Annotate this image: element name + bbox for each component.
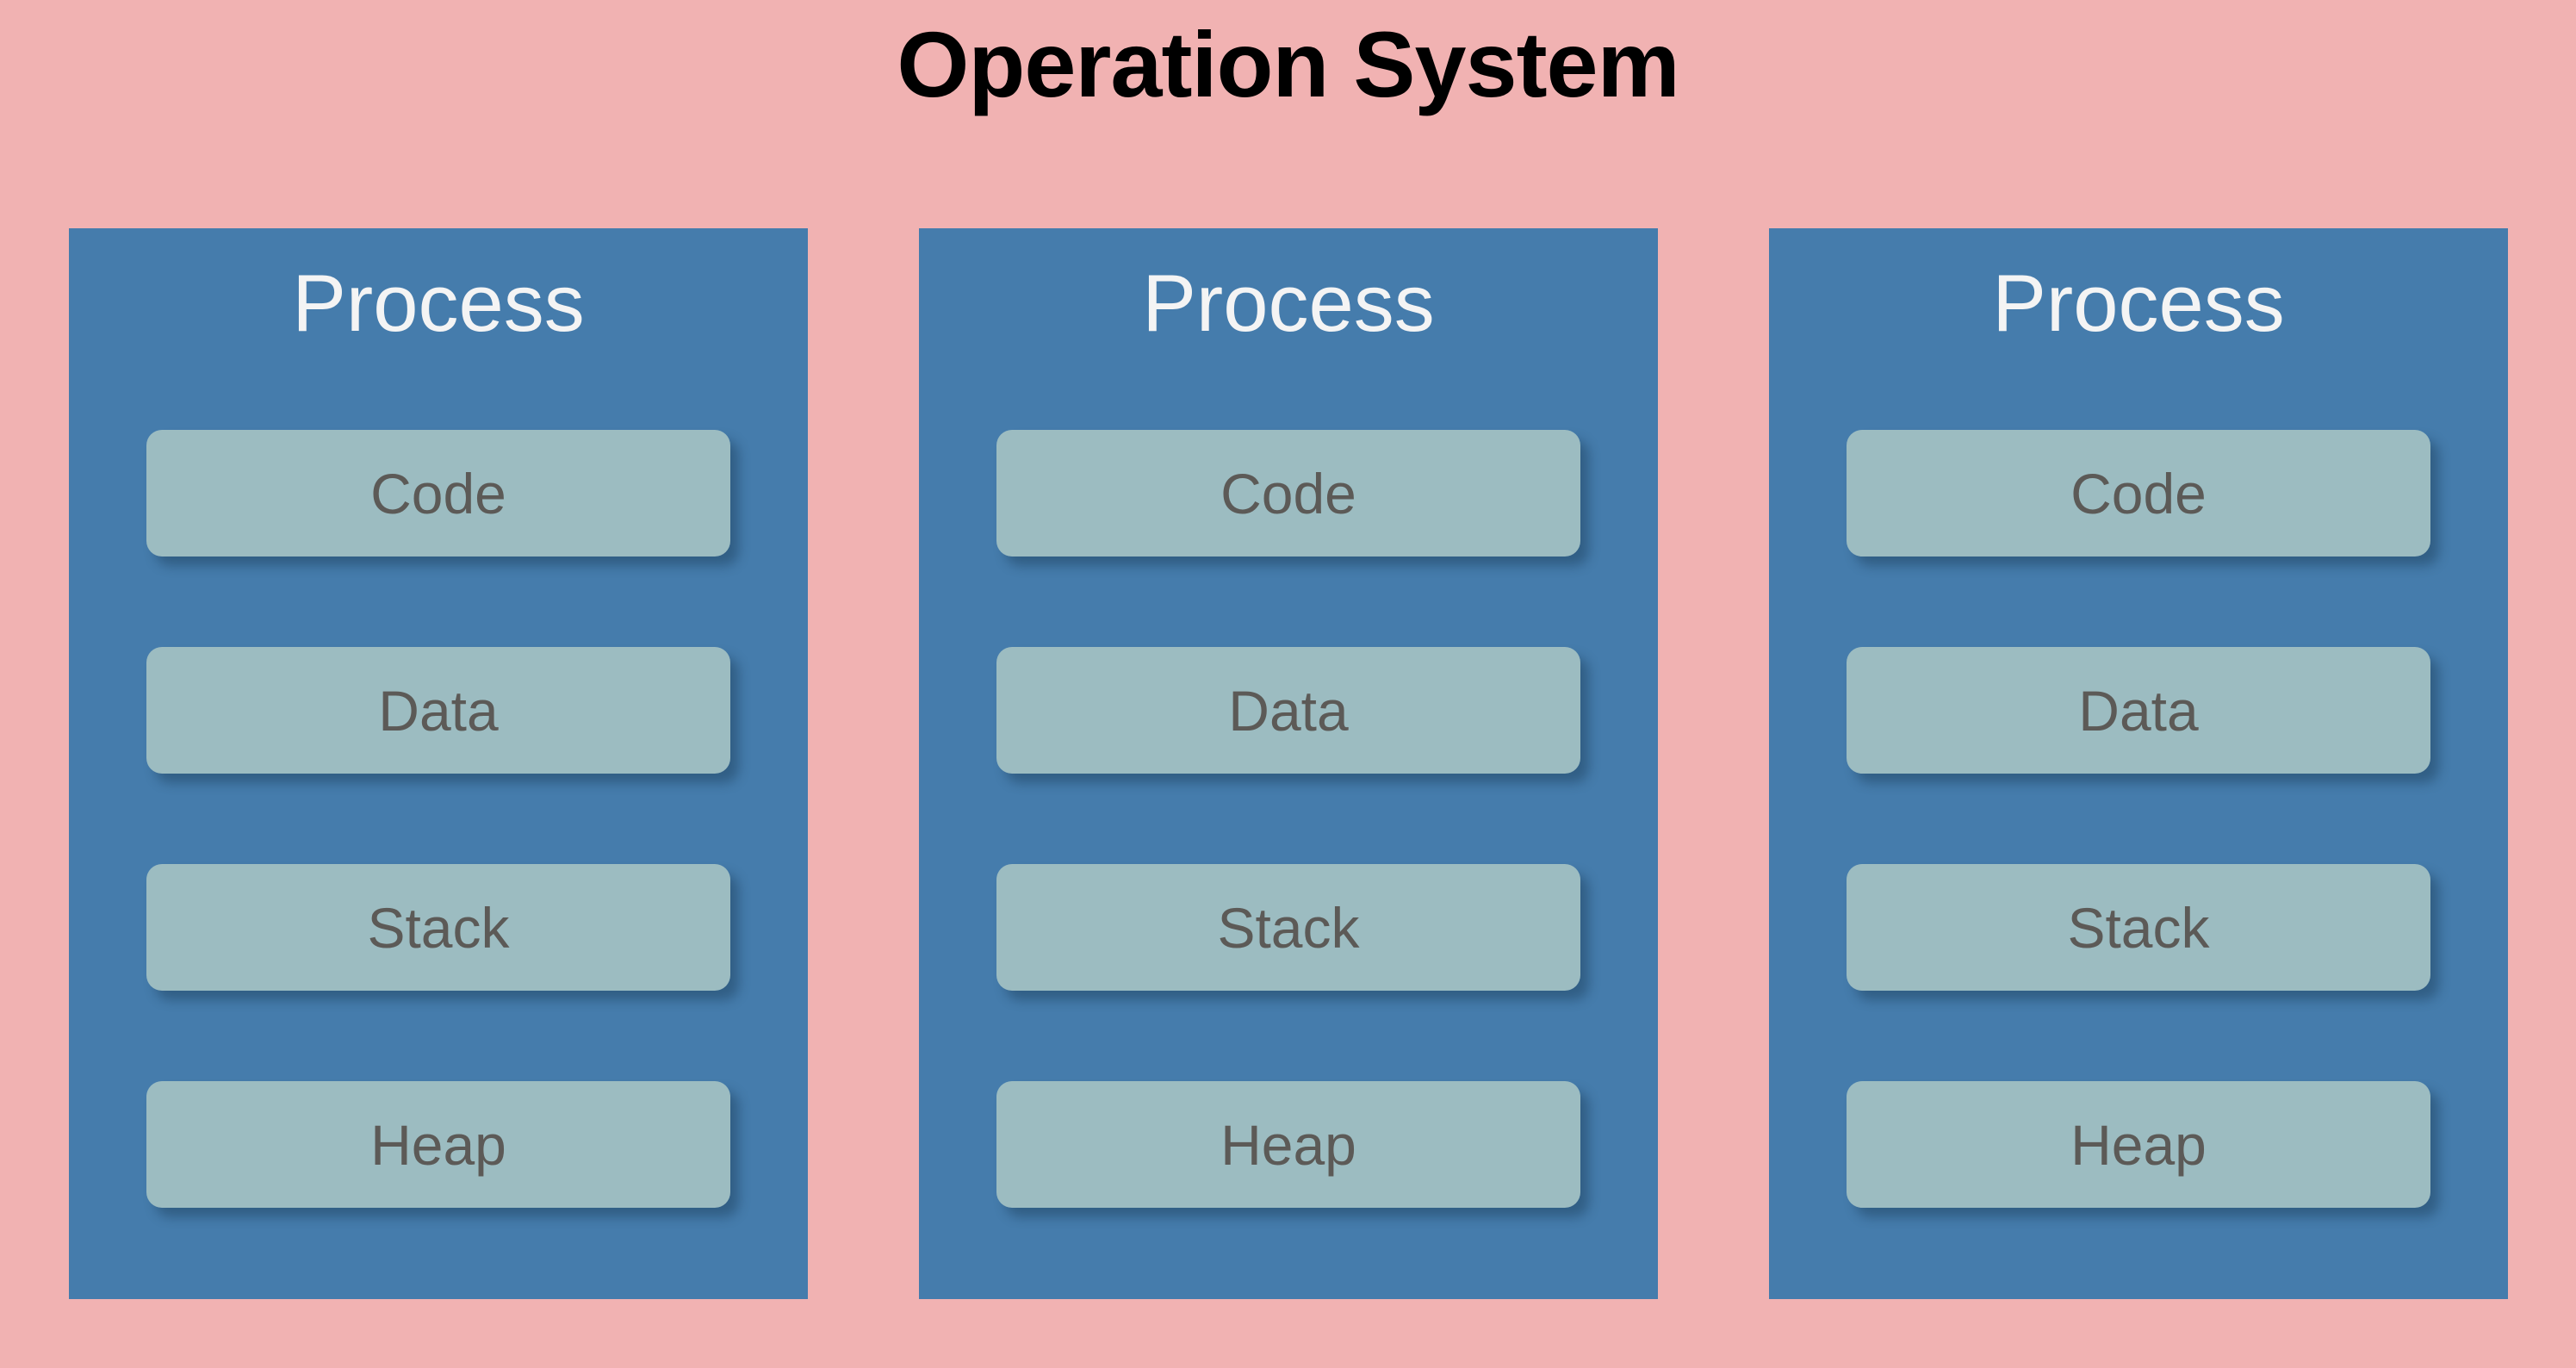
segment-box-stack[interactable]: Stack: [146, 864, 730, 991]
process-row: Process Code Data Stack Heap Process: [69, 228, 2508, 1299]
segment-box-data[interactable]: Data: [996, 647, 1580, 774]
segment-label: Stack: [2067, 895, 2210, 960]
segment-box-code[interactable]: Code: [996, 430, 1580, 557]
segment-box-stack[interactable]: Stack: [996, 864, 1580, 991]
segment-label: Heap: [370, 1112, 506, 1177]
segment-label: Data: [378, 678, 499, 743]
segment-box-data[interactable]: Data: [1847, 647, 2430, 774]
process-panel-3[interactable]: Process Code Data Stack Heap: [1769, 228, 2508, 1299]
segment-box-stack[interactable]: Stack: [1847, 864, 2430, 991]
segment-box-heap[interactable]: Heap: [996, 1081, 1580, 1208]
segment-box-heap[interactable]: Heap: [146, 1081, 730, 1208]
segment-label: Heap: [2070, 1112, 2207, 1177]
segment-box-code[interactable]: Code: [1847, 430, 2430, 557]
process-heading: Process: [1142, 258, 1435, 348]
segment-label: Code: [370, 461, 506, 525]
process-heading: Process: [292, 258, 585, 348]
segment-label: Code: [2070, 461, 2207, 525]
process-panel-1[interactable]: Process Code Data Stack Heap: [69, 228, 808, 1299]
process-heading: Process: [1992, 258, 2285, 348]
segment-label: Data: [1228, 678, 1349, 743]
segment-label: Data: [2078, 678, 2199, 743]
page-title: Operation System: [897, 12, 1679, 116]
segment-box-heap[interactable]: Heap: [1847, 1081, 2430, 1208]
process-panel-2[interactable]: Process Code Data Stack Heap: [919, 228, 1658, 1299]
segment-label: Stack: [1217, 895, 1360, 960]
segment-label: Code: [1220, 461, 1356, 525]
segment-stack: Code Data Stack Heap: [146, 430, 730, 1291]
segment-stack: Code Data Stack Heap: [996, 430, 1580, 1291]
segment-label: Heap: [1220, 1112, 1356, 1177]
segment-label: Stack: [367, 895, 510, 960]
segment-box-data[interactable]: Data: [146, 647, 730, 774]
segment-stack: Code Data Stack Heap: [1847, 430, 2430, 1291]
segment-box-code[interactable]: Code: [146, 430, 730, 557]
